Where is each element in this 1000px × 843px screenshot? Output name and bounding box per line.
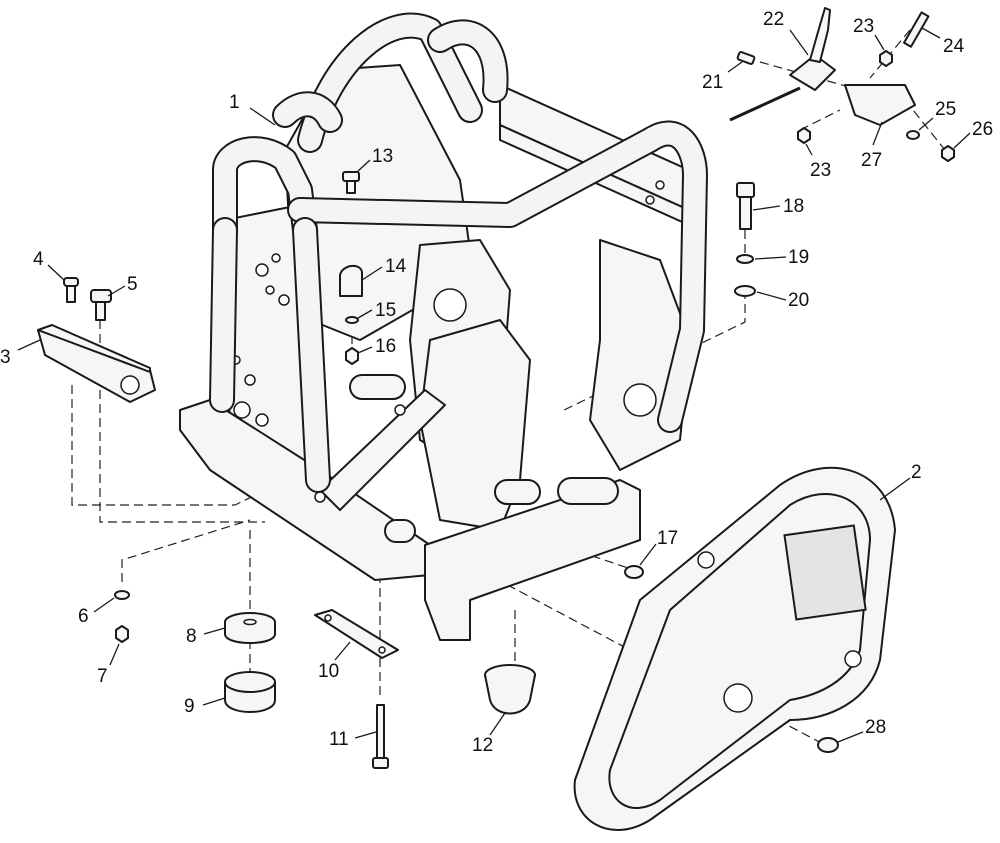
callout-28: 28 (865, 717, 886, 738)
callout-9: 9 (184, 696, 195, 717)
main-frame-assembly (179, 12, 708, 641)
callout-5: 5 (127, 274, 138, 295)
callout-23-bottom: 23 (810, 160, 831, 181)
callout-19: 19 (788, 247, 809, 268)
callout-11: 11 (329, 729, 349, 750)
hardware-fasteners (63, 7, 955, 769)
callout-25: 25 (935, 99, 956, 120)
callout-1: 1 (229, 92, 240, 113)
callout-21: 21 (702, 72, 723, 93)
callout-26: 26 (972, 119, 993, 140)
callout-27: 27 (861, 150, 882, 171)
callout-22: 22 (763, 9, 784, 30)
callout-23-top: 23 (853, 16, 874, 37)
callout-12: 12 (472, 735, 493, 756)
callout-2: 2 (911, 462, 922, 483)
callout-4: 4 (33, 249, 44, 270)
belt-guard-cover (573, 466, 896, 831)
callout-13: 13 (372, 146, 393, 167)
callout-17: 17 (657, 528, 678, 549)
callout-18: 18 (783, 196, 804, 217)
callout-labels: 1 2 3 4 5 6 7 8 9 10 11 12 13 14 15 16 1… (0, 9, 993, 756)
callout-15: 15 (375, 300, 396, 321)
callout-leader-lines (17, 27, 971, 743)
part-3-side-bracket (37, 324, 156, 403)
callout-24: 24 (943, 36, 965, 57)
callout-10: 10 (318, 661, 339, 682)
callout-20: 20 (788, 290, 809, 311)
callout-7: 7 (97, 666, 108, 687)
callout-3: 3 (0, 347, 11, 368)
callout-6: 6 (78, 606, 89, 627)
callout-8: 8 (186, 626, 197, 647)
callout-16: 16 (375, 336, 396, 357)
callout-14: 14 (385, 256, 407, 277)
